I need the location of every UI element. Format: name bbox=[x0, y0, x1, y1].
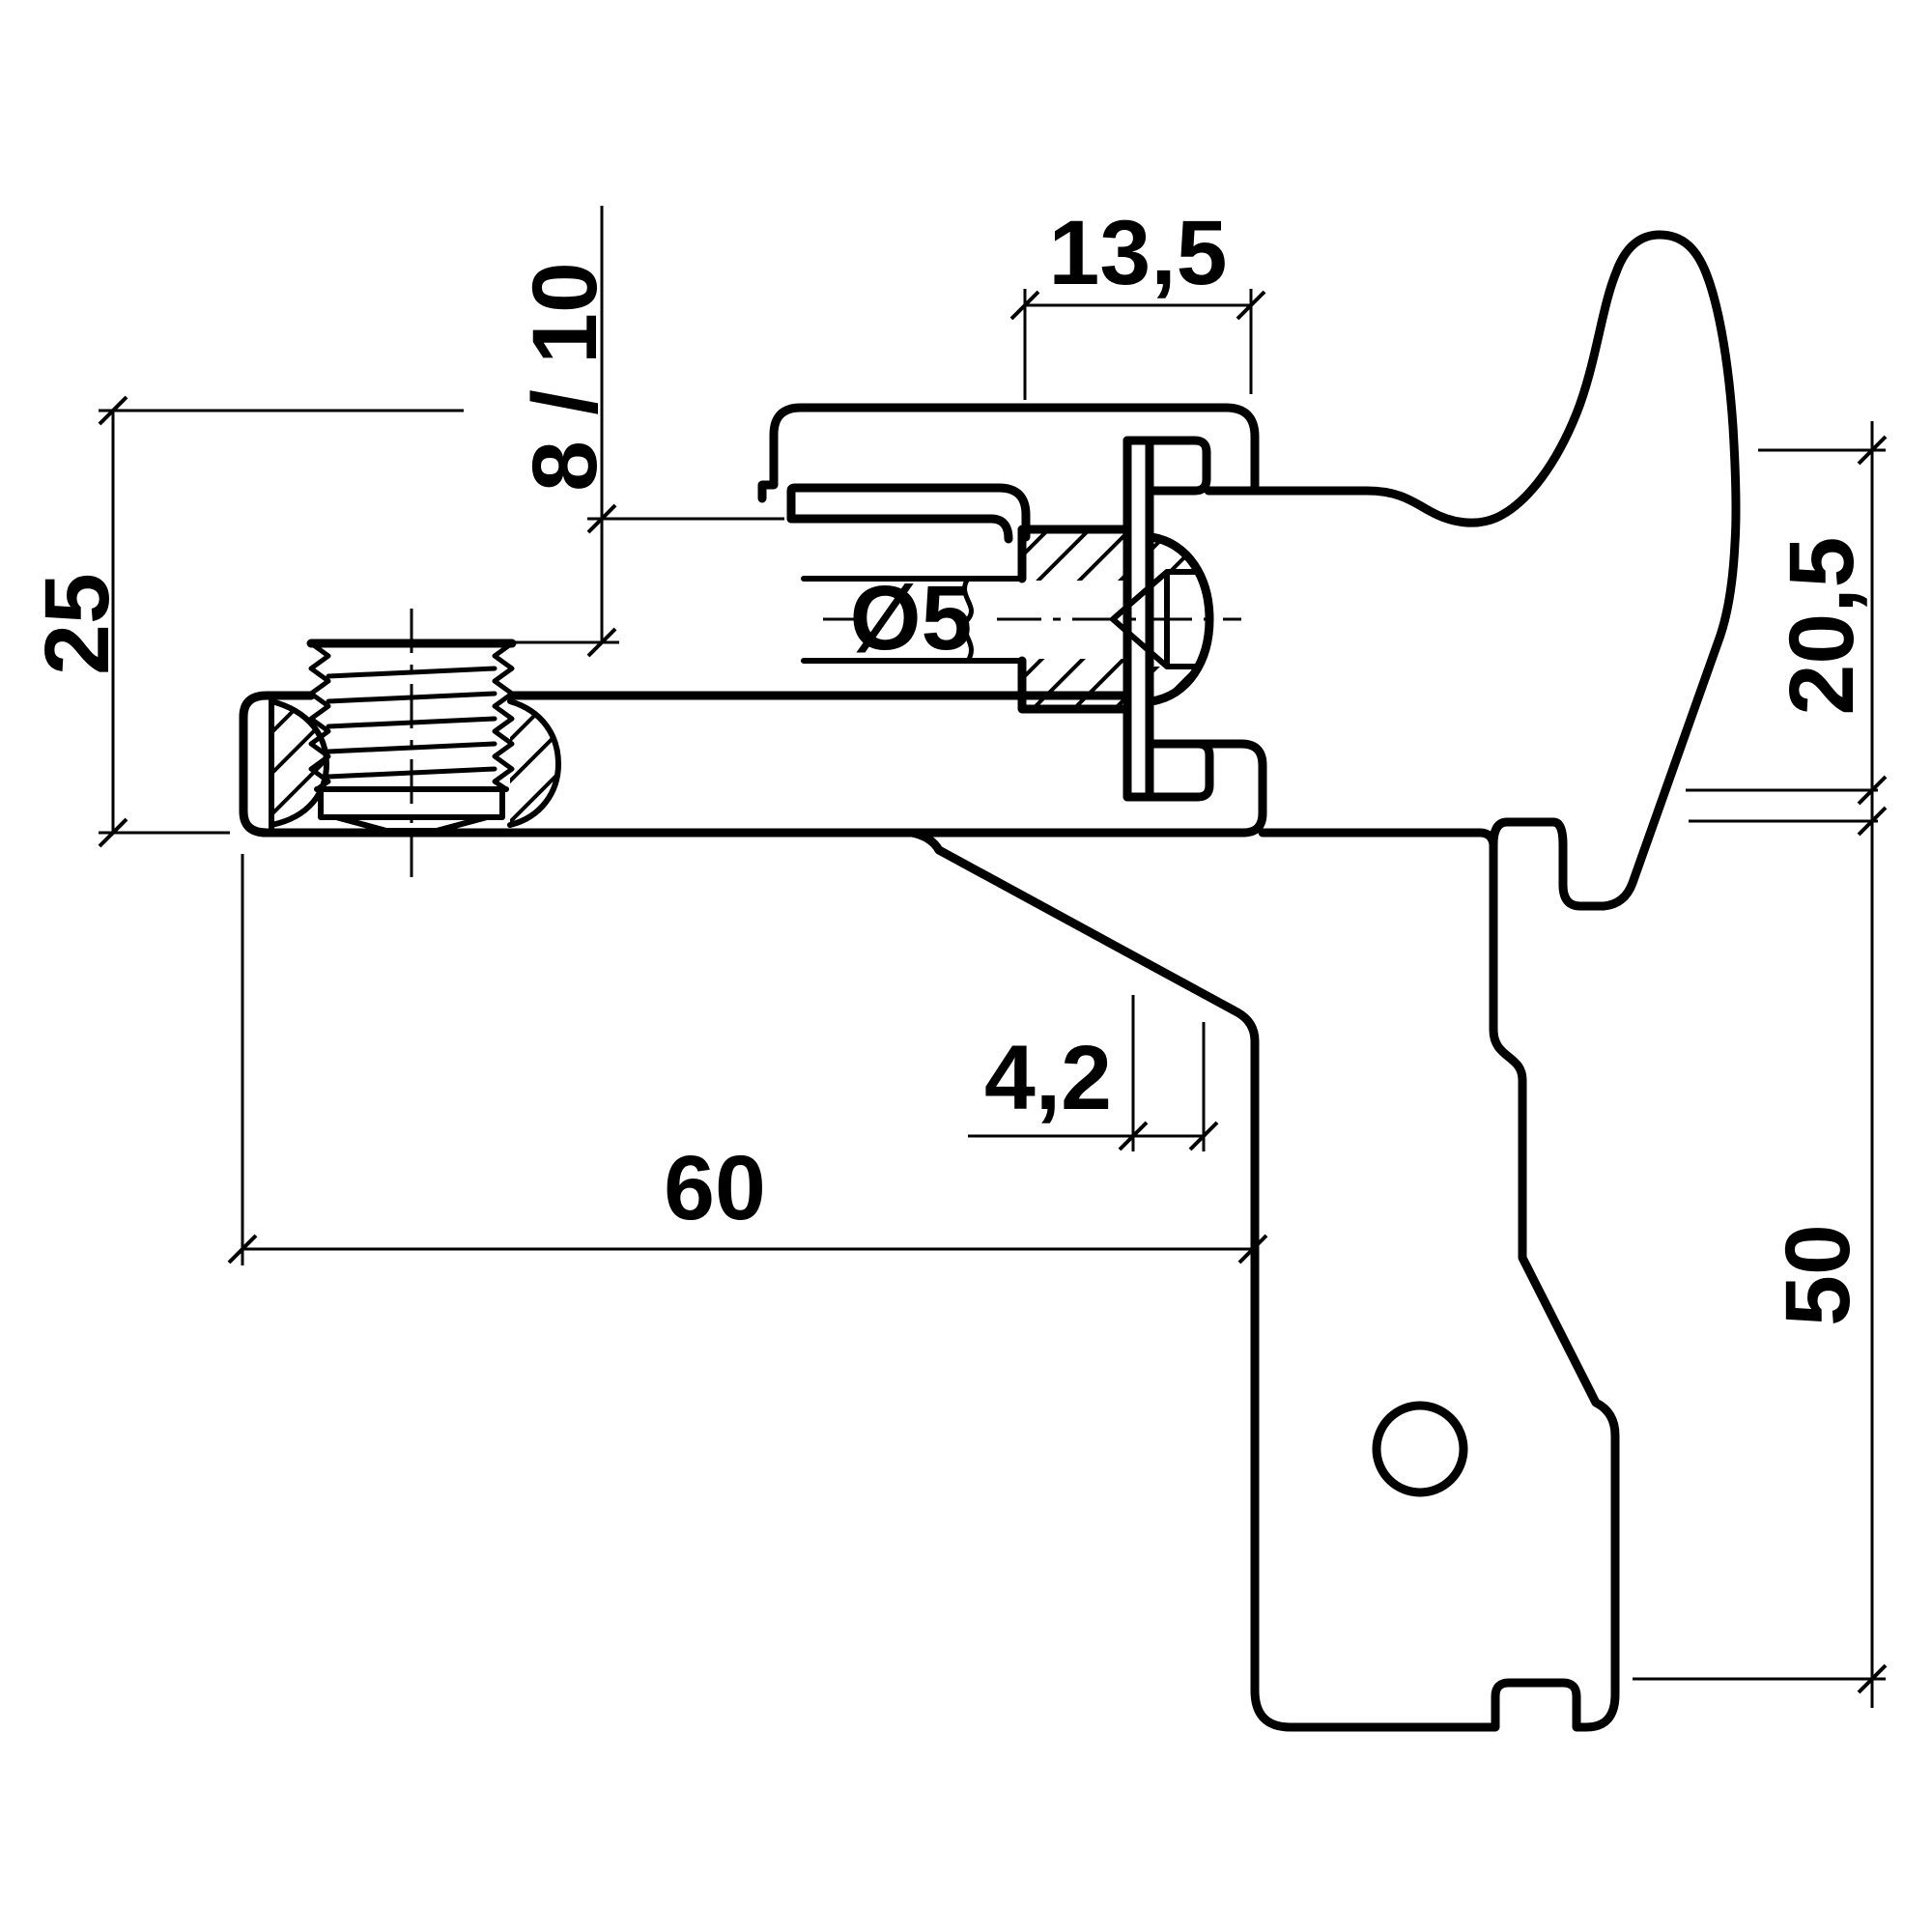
clamp-tab-bottom-outer bbox=[1145, 739, 1267, 838]
screw-head-bottom-section bbox=[1022, 659, 1127, 709]
hook-and-leg-outline bbox=[907, 230, 1741, 1732]
housing-left-arc bbox=[269, 698, 329, 828]
housing-right-arc bbox=[507, 698, 561, 828]
dim-50-label: 50 bbox=[1767, 1224, 1869, 1326]
dimension-lines bbox=[98, 206, 1888, 1708]
screw-head-top-section bbox=[1022, 529, 1127, 581]
screw-bore bbox=[801, 576, 1025, 664]
dim-20-5-label: 20,5 bbox=[1771, 537, 1873, 716]
dimension-texts: 13,5 8 / 10 25 Ø5 20,5 4,2 60 50 bbox=[26, 202, 1873, 1326]
dim-25-lines bbox=[98, 395, 464, 848]
leg-hole bbox=[1372, 1401, 1468, 1497]
housing bbox=[239, 691, 1248, 838]
dim-20-5-lines bbox=[1633, 421, 1888, 1708]
dim-13-5-label: 13,5 bbox=[1049, 202, 1228, 304]
dim-4-2-label: 4,2 bbox=[984, 1027, 1112, 1129]
housing-right-section bbox=[510, 699, 558, 827]
clamp-tab-bottom-inner bbox=[1122, 739, 1214, 802]
arm-bottom-edge bbox=[1258, 828, 1498, 849]
centerlines bbox=[410, 609, 1241, 877]
dim-4-2-lines bbox=[968, 995, 1219, 1151]
clamp-tab-top bbox=[1122, 436, 1211, 496]
screw-head bbox=[1017, 525, 1132, 714]
bracket-part bbox=[239, 230, 1741, 1732]
clamp-block bbox=[757, 403, 1260, 503]
dim-8-10-lines bbox=[506, 206, 784, 658]
dim-8-10-label: 8 / 10 bbox=[514, 262, 616, 492]
break-line bbox=[962, 576, 974, 664]
housing-left-section bbox=[271, 699, 327, 827]
dim-60-label: 60 bbox=[664, 1137, 766, 1239]
dim-o5-label: Ø5 bbox=[850, 567, 973, 669]
slide-plate bbox=[786, 483, 1031, 542]
rail-plate-group bbox=[1110, 436, 1267, 838]
dim-13-5-lines bbox=[1009, 289, 1266, 400]
dim-25-label: 25 bbox=[26, 573, 128, 675]
